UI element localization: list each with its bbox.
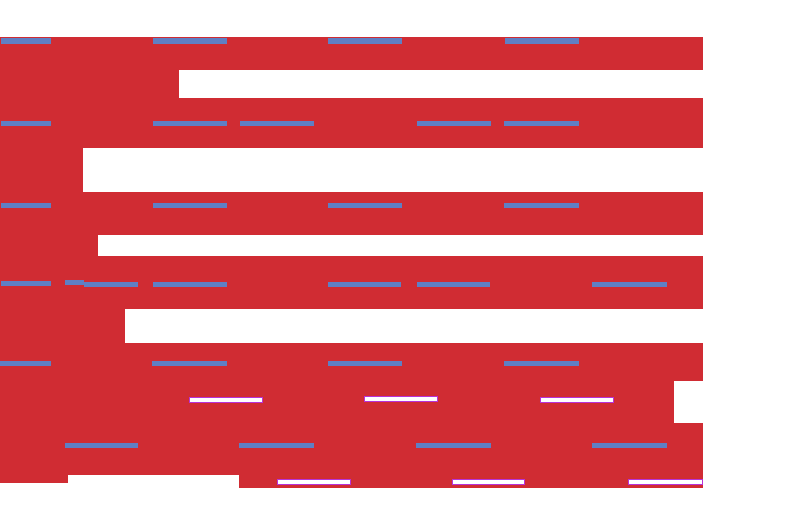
- blue-bar: [328, 203, 402, 208]
- blue-bar: [504, 203, 579, 208]
- blue-bar: [1, 281, 51, 286]
- blue-bar: [1, 203, 51, 208]
- red-block: [0, 192, 703, 235]
- blue-bar: [153, 203, 227, 208]
- red-block: [0, 70, 179, 98]
- blue-bar: [504, 361, 579, 366]
- outlined-bar: [364, 396, 438, 402]
- red-block: [0, 98, 703, 148]
- blue-bar: [153, 121, 227, 126]
- blue-bar: [328, 282, 401, 287]
- blue-bar: [1, 121, 51, 126]
- red-block: [0, 475, 68, 483]
- blue-bar: [84, 282, 138, 287]
- blue-bar: [65, 280, 84, 285]
- outlined-bar: [452, 479, 525, 485]
- blue-bar: [328, 38, 402, 44]
- blue-bar: [65, 443, 138, 448]
- blue-bar: [328, 361, 402, 366]
- blue-bar: [504, 121, 579, 126]
- blue-bar: [153, 38, 227, 44]
- blue-bar: [0, 361, 51, 366]
- outlined-bar: [189, 397, 263, 403]
- blue-bar: [153, 282, 227, 287]
- blue-bar: [592, 443, 667, 448]
- blue-bar: [240, 121, 314, 126]
- blue-bar: [592, 282, 667, 287]
- red-block: [0, 235, 98, 256]
- blue-bar: [152, 361, 227, 366]
- blue-bar: [505, 38, 579, 44]
- blue-bar: [1, 38, 51, 44]
- outlined-bar: [540, 397, 614, 403]
- red-block: [0, 309, 125, 343]
- blue-bar: [239, 443, 314, 448]
- red-block: [0, 148, 83, 192]
- blue-bar: [417, 282, 490, 287]
- outlined-bar: [628, 479, 703, 485]
- blue-bar: [417, 121, 491, 126]
- blue-bar: [416, 443, 491, 448]
- outlined-bar: [277, 479, 351, 485]
- red-block: [0, 423, 703, 475]
